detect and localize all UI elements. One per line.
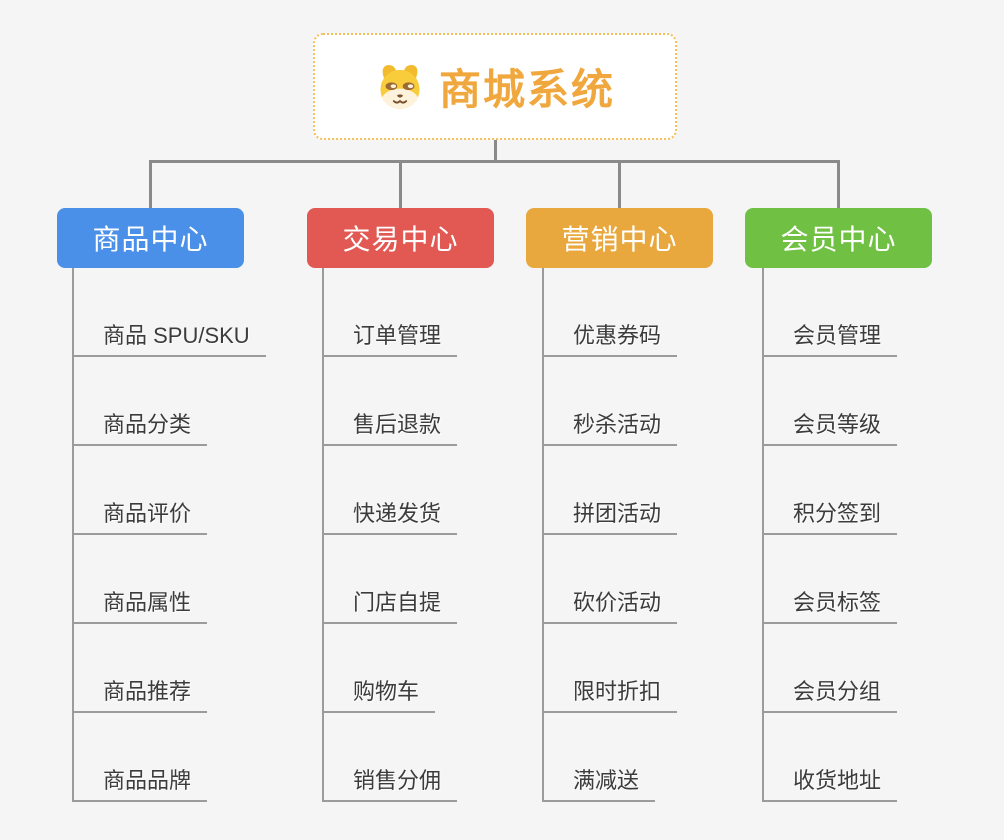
branch-node-product-center[interactable]: 商品中心 <box>57 208 244 268</box>
leaf-item[interactable]: 购物车 <box>322 675 436 713</box>
leaf-item[interactable]: 秒杀活动 <box>542 408 678 446</box>
connector-trunk <box>72 268 74 802</box>
leaf-item[interactable]: 满减送 <box>542 764 656 802</box>
leaf-item[interactable]: 销售分佣 <box>322 764 458 802</box>
branch-label: 会员中心 <box>780 224 897 255</box>
leaf-item[interactable]: 商品推荐 <box>72 675 208 713</box>
connector-stub <box>399 160 402 208</box>
leaf-item[interactable]: 订单管理 <box>322 319 458 357</box>
connector-stub <box>618 160 621 208</box>
branch-label: 商品中心 <box>92 224 209 255</box>
leaf-item[interactable]: 收货地址 <box>762 764 898 802</box>
leaf-item[interactable]: 积分签到 <box>762 497 898 535</box>
leaf-item[interactable]: 商品评价 <box>72 497 208 535</box>
leaf-item[interactable]: 商品 SPU/SKU <box>72 319 266 357</box>
leaf-item[interactable]: 砍价活动 <box>542 586 678 624</box>
leaf-item[interactable]: 会员分组 <box>762 675 898 713</box>
branch-node-member-center[interactable]: 会员中心 <box>745 208 932 268</box>
leaf-item[interactable]: 会员标签 <box>762 586 898 624</box>
leaf-item[interactable]: 商品属性 <box>72 586 208 624</box>
root-node[interactable]: 商城系统 <box>313 33 677 140</box>
leaf-item[interactable]: 限时折扣 <box>542 675 678 713</box>
connector-trunk <box>322 268 324 802</box>
leaf-item[interactable]: 商品品牌 <box>72 764 208 802</box>
leaf-item[interactable]: 拼团活动 <box>542 497 678 535</box>
connector-trunk <box>542 268 544 802</box>
branch-label: 交易中心 <box>342 224 459 255</box>
connector-bus <box>149 160 840 163</box>
doge-icon <box>380 64 420 109</box>
leaf-item[interactable]: 门店自提 <box>322 586 458 624</box>
leaf-item[interactable]: 快递发货 <box>322 497 458 535</box>
leaf-item[interactable]: 会员等级 <box>762 408 898 446</box>
connector-trunk <box>762 268 764 802</box>
leaf-item[interactable]: 会员管理 <box>762 319 898 357</box>
branch-label: 营销中心 <box>561 224 678 255</box>
branch-node-trade-center[interactable]: 交易中心 <box>307 208 494 268</box>
branch-node-marketing-center[interactable]: 营销中心 <box>526 208 713 268</box>
leaf-item[interactable]: 商品分类 <box>72 408 208 446</box>
leaf-item[interactable]: 优惠券码 <box>542 319 678 357</box>
connector-stub <box>837 160 840 208</box>
connector-root-stub <box>494 140 497 163</box>
connector-stub <box>149 160 152 208</box>
leaf-item[interactable]: 售后退款 <box>322 408 458 446</box>
root-label: 商城系统 <box>438 66 615 113</box>
